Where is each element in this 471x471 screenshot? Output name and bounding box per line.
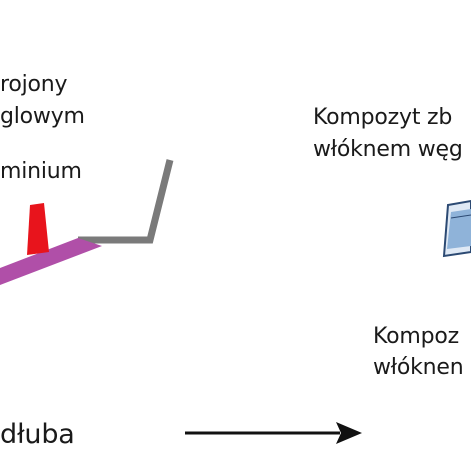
label-right-line-3: Kompoz: [373, 324, 459, 349]
blue-composite-panel: [442, 199, 471, 258]
red-aluminium-block: [27, 203, 49, 255]
label-left-line-3: minium: [0, 159, 82, 184]
arrow-head: [336, 422, 362, 444]
label-right-line-1: Kompozyt zb: [313, 105, 453, 130]
label-left-line-2: glowym: [0, 104, 85, 129]
label-bottom: dłuba: [0, 419, 75, 450]
label-right-line-4: włóknen: [373, 355, 464, 380]
label-left-line-1: rojony: [0, 72, 68, 97]
label-right-line-2: włóknem węg: [313, 137, 463, 162]
purple-composite-strip: [0, 238, 102, 285]
grey-frame-line: [78, 159, 174, 244]
